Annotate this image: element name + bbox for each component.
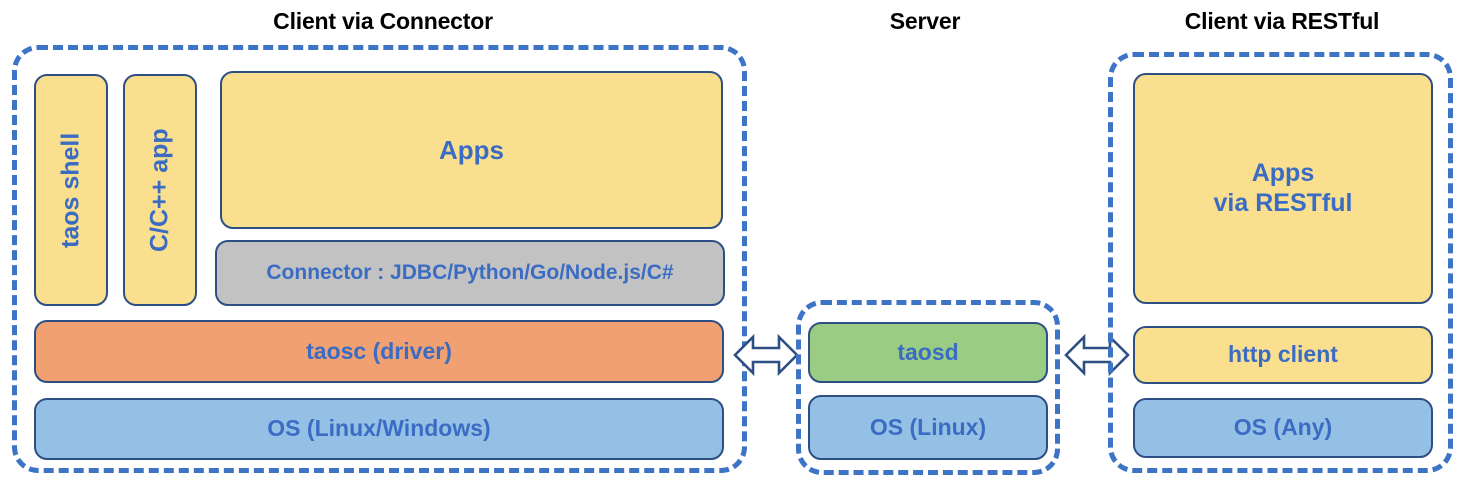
column-title-client-connector: Client via Connector — [273, 8, 493, 34]
group-client-via-restful — [1108, 52, 1453, 473]
column-title-client-restful: Client via RESTful — [1184, 8, 1380, 34]
column-title-server: Server — [889, 8, 961, 34]
box-taos-shell[interactable]: taos shell — [34, 74, 108, 306]
double-headed-arrow-icon-left — [733, 330, 799, 380]
group-server — [796, 300, 1060, 475]
apps-restful-line1: Apps — [1251, 159, 1315, 187]
box-c-cpp-app[interactable]: C/C++ app — [123, 74, 197, 306]
group-client-via-connector — [12, 45, 747, 473]
box-connector[interactable]: Connector : JDBC/Python/Go/Node.js/C# — [215, 240, 725, 306]
box-os-any[interactable]: OS (Any) — [1133, 398, 1433, 458]
box-os-client[interactable]: OS (Linux/Windows) — [34, 398, 724, 460]
box-apps-via-restful[interactable]: Apps via RESTful — [1133, 73, 1433, 304]
apps-restful-line2: via RESTful — [1213, 188, 1353, 217]
box-apps[interactable]: Apps — [220, 71, 723, 229]
box-http-client[interactable]: http client — [1133, 326, 1433, 384]
box-taosd[interactable]: taosd — [808, 322, 1048, 383]
box-os-server[interactable]: OS (Linux) — [808, 395, 1048, 460]
box-taosc-driver[interactable]: taosc (driver) — [34, 320, 724, 383]
